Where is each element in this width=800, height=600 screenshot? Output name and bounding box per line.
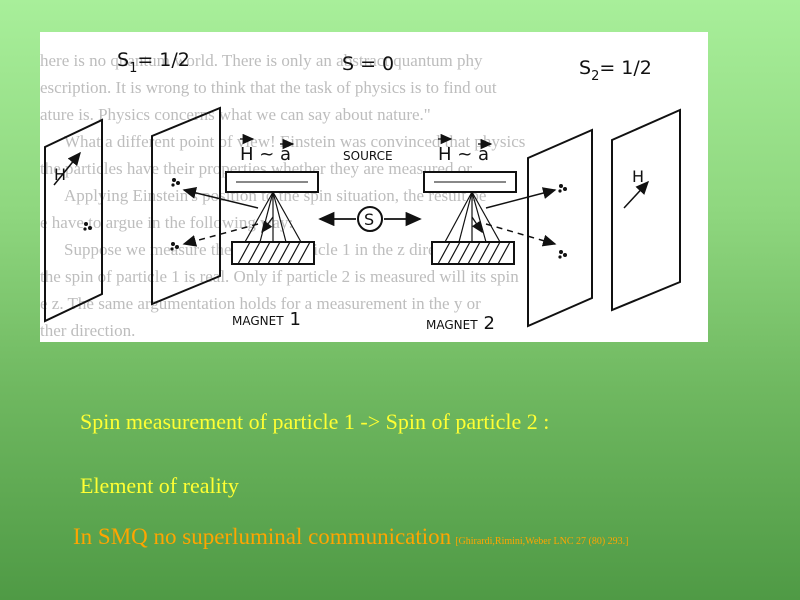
source-label: SOURCE	[343, 149, 393, 163]
background-text-line: e have to argue in the following way:	[40, 213, 293, 232]
background-text: here is no quantum world. There is only …	[40, 51, 525, 340]
background-text-line: ther direction.	[40, 321, 135, 340]
h-a-right-label: H ~ a	[438, 133, 493, 165]
svg-text:H ~ a: H ~ a	[438, 144, 489, 165]
caption-spin-measurement: Spin measurement of particle 1 -> Spin o…	[80, 409, 550, 434]
right-screen-outer	[611, 108, 681, 312]
deflected-beams	[182, 187, 557, 247]
svg-text:H ~ a: H ~ a	[240, 144, 291, 165]
h-panel-right: H	[632, 167, 644, 186]
background-text-line: the spin of particle 1 is real. Only if …	[40, 267, 519, 286]
background-text-line: the particles have their properties whet…	[40, 159, 472, 178]
background-text-line: What a different point of view! Einstein…	[64, 132, 525, 151]
figure-svg: here is no quantum world. There is only …	[40, 49, 681, 340]
caption-element-of-reality: Element of reality	[80, 473, 239, 498]
background-text-line: here is no quantum world. There is only …	[40, 51, 483, 70]
s2-label: S2= 1/2	[579, 57, 652, 84]
h-panel-left: H	[54, 165, 66, 184]
left-screen-inner	[151, 106, 221, 306]
s1-label: S1= 1/2	[117, 49, 190, 76]
magnet-1	[225, 171, 319, 265]
background-text-line: ature is. Physics concerns what we can s…	[40, 105, 431, 124]
caption-no-superluminal-text: In SMQ no superluminal communication	[73, 524, 452, 549]
eprb-figure: here is no quantum world. There is only …	[40, 32, 708, 342]
h-a-left-label: H ~ a	[240, 133, 295, 165]
caption-no-superluminal: In SMQ no superluminal communication[Ghi…	[73, 524, 629, 550]
right-spots	[558, 184, 567, 259]
h-field-arrow-left	[53, 151, 81, 186]
s0-label: S = 0	[342, 53, 394, 75]
left-screen-outer	[44, 118, 103, 323]
citation: [Ghirardi,Rimini,Weber LNC 27 (80) 293.]	[455, 536, 629, 547]
magnet-2	[423, 171, 517, 265]
h-field-arrow-right	[623, 180, 650, 209]
source-symbol: S	[364, 210, 374, 229]
left-spots	[83, 178, 180, 251]
source: S	[318, 206, 422, 232]
background-text-line: escription. It is wrong to think that th…	[40, 78, 497, 97]
background-text-line: e z. The same argumentation holds for a …	[40, 294, 481, 313]
right-screen-inner	[527, 128, 593, 328]
